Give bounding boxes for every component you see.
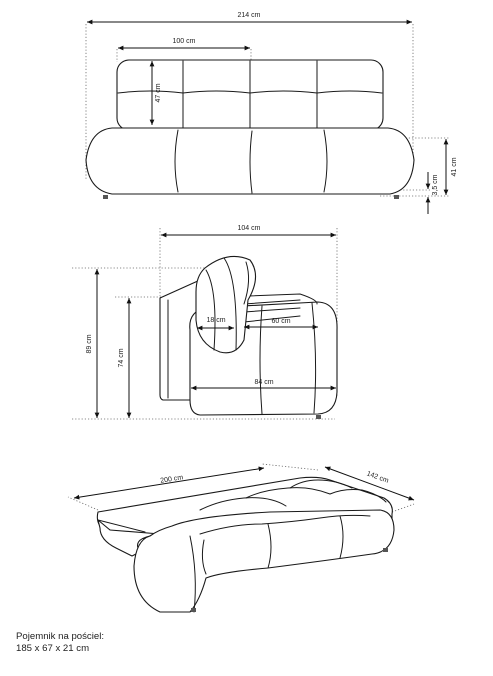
side-depth-label: 104 cm	[238, 225, 261, 232]
front-back-height-label: 47 cm	[155, 83, 162, 102]
bed-width-label: 142 cm	[366, 470, 390, 484]
front-foot-right	[394, 195, 399, 199]
storage-caption: Pojemnik na pościel: 185 x 67 x 21 cm	[16, 631, 104, 655]
front-seat-width-label: 100 cm	[173, 38, 196, 45]
bed-length-label: 200 cm	[160, 474, 184, 485]
side-cushion-depth-label: 18 cm	[206, 317, 225, 324]
bed-ext-top	[261, 463, 319, 471]
bed-ext-left	[67, 496, 99, 511]
side-total-height-label: 89 cm	[86, 334, 93, 353]
storage-caption-size: 185 x 67 x 21 cm	[16, 643, 90, 654]
bed-width-dim-line	[324, 466, 415, 501]
bed-ext-right	[391, 503, 415, 513]
bed-seat-front	[133, 509, 395, 613]
bed-foot-left	[191, 608, 196, 612]
front-view: 214 cm 100 cm 47 cm 41 cm 3,5 cm	[85, 12, 458, 214]
bed-view: 200 cm 142 cm	[67, 463, 415, 613]
front-leg-height-label: 3,5 cm	[432, 174, 439, 195]
bed-foot-right	[383, 548, 388, 552]
side-seat-depth-full-label: 84 cm	[254, 379, 273, 386]
bed-length-dim-line	[73, 466, 265, 500]
side-back-height-label: 74 cm	[118, 348, 125, 367]
side-seat-depth-label: 60 cm	[271, 318, 290, 325]
front-foot-left	[103, 195, 108, 199]
storage-caption-title: Pojemnik na pościel:	[16, 631, 104, 642]
side-foot	[316, 415, 321, 419]
front-seat-height-label: 41 cm	[451, 157, 458, 176]
front-width-label: 214 cm	[238, 12, 261, 19]
side-view: 104 cm 89 cm 74 cm 18 cm 60 cm 84 cm	[72, 225, 338, 420]
